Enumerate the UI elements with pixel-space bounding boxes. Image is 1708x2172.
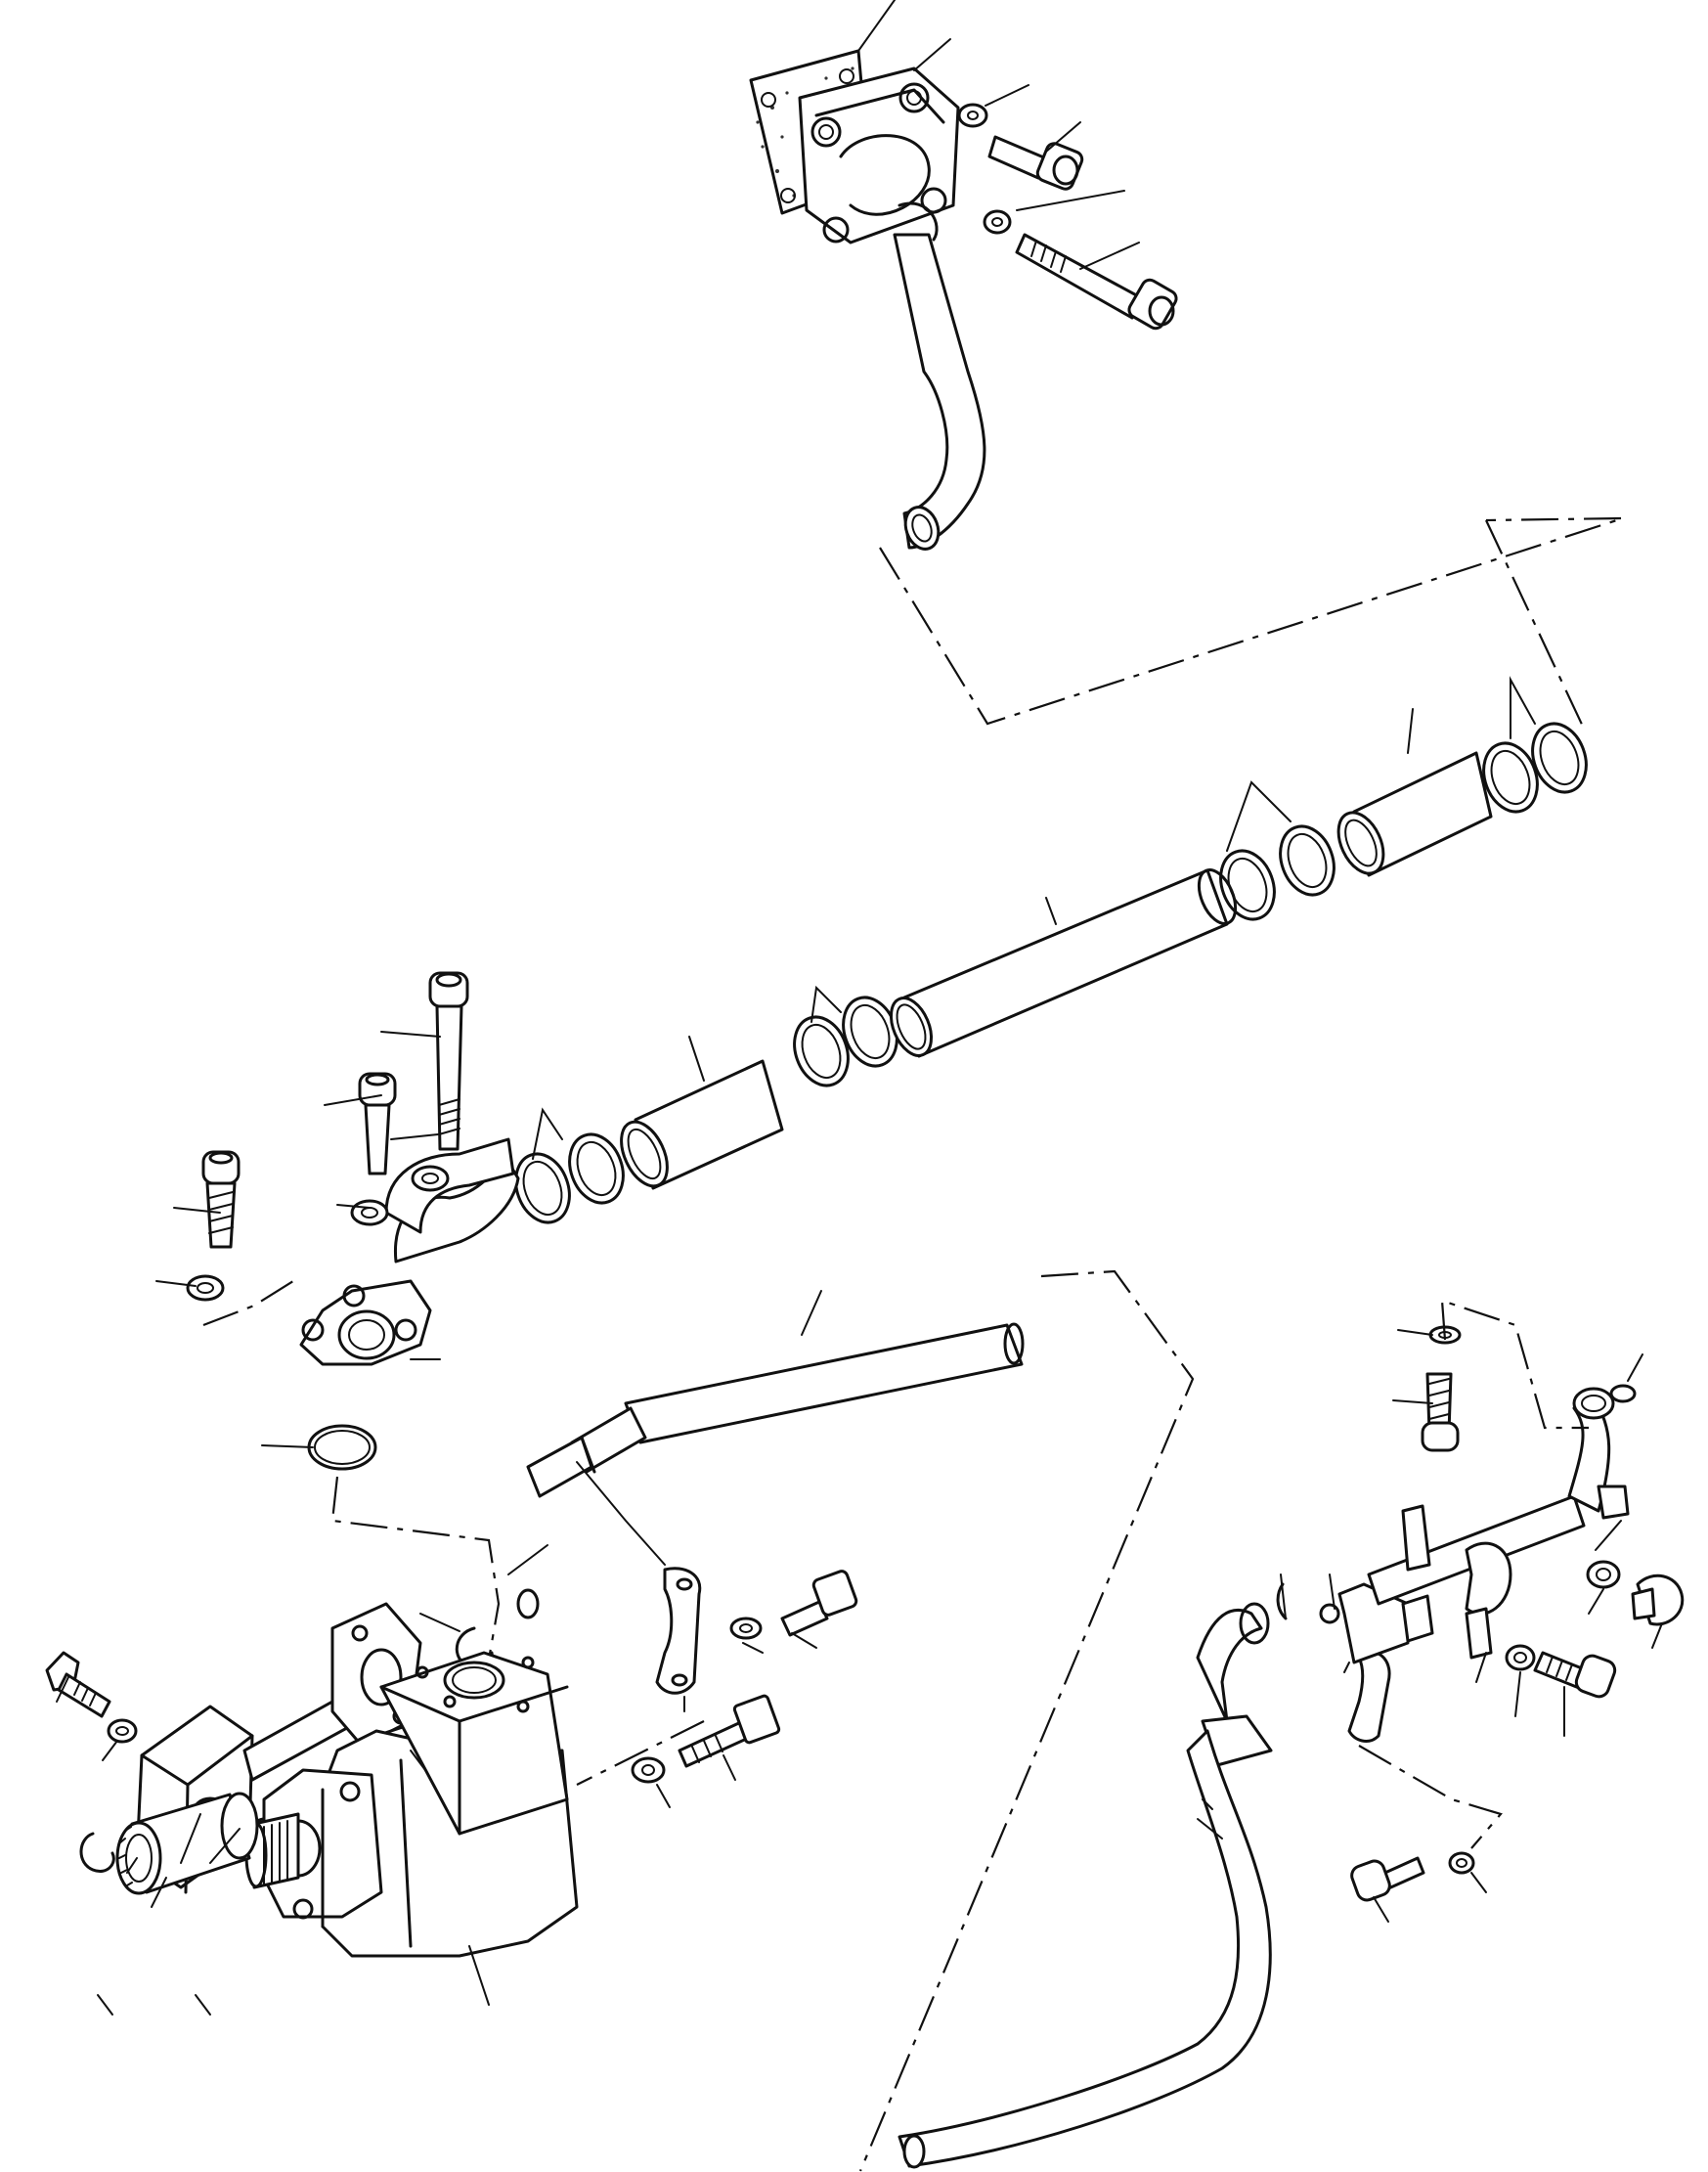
bolt-icon [987, 135, 1178, 331]
leader-lines-right [1197, 1329, 1663, 1923]
pump-icon [244, 1651, 579, 1958]
coupling-icon [115, 1792, 259, 1895]
centerline-pump [576, 1269, 1195, 2172]
centerline-upper [879, 516, 1624, 726]
bolt-icon-left [45, 1651, 138, 1744]
flange-elbow-icon [299, 1137, 520, 1366]
washer-icon [957, 103, 1012, 235]
bracket-icon [1401, 1504, 1512, 1660]
leader-lines-mid [155, 676, 1536, 1448]
return-pipe [898, 1387, 1630, 2169]
delivery-tube [516, 1322, 1025, 1619]
bolt-icon-pump [631, 1694, 781, 1784]
upper-suction-pipe [893, 233, 986, 551]
hose-icon [620, 751, 1493, 1190]
plug-icon [1586, 1560, 1685, 1626]
leader-lines-lower-left [56, 1290, 822, 2016]
centerline-right [1358, 1299, 1589, 1849]
o-ring-icon [307, 1424, 377, 1471]
bolt-icon-mid [729, 1570, 858, 1640]
half-flange-icon [655, 1567, 1391, 1743]
leader-lines-upper [857, 0, 1140, 270]
centerline-upper-b [1485, 519, 1585, 730]
hose-clamp-icon [514, 722, 1588, 1224]
tube-icon [889, 868, 1238, 1058]
upper-flange-elbow [798, 66, 960, 244]
cap-screw-icon [201, 971, 469, 1249]
